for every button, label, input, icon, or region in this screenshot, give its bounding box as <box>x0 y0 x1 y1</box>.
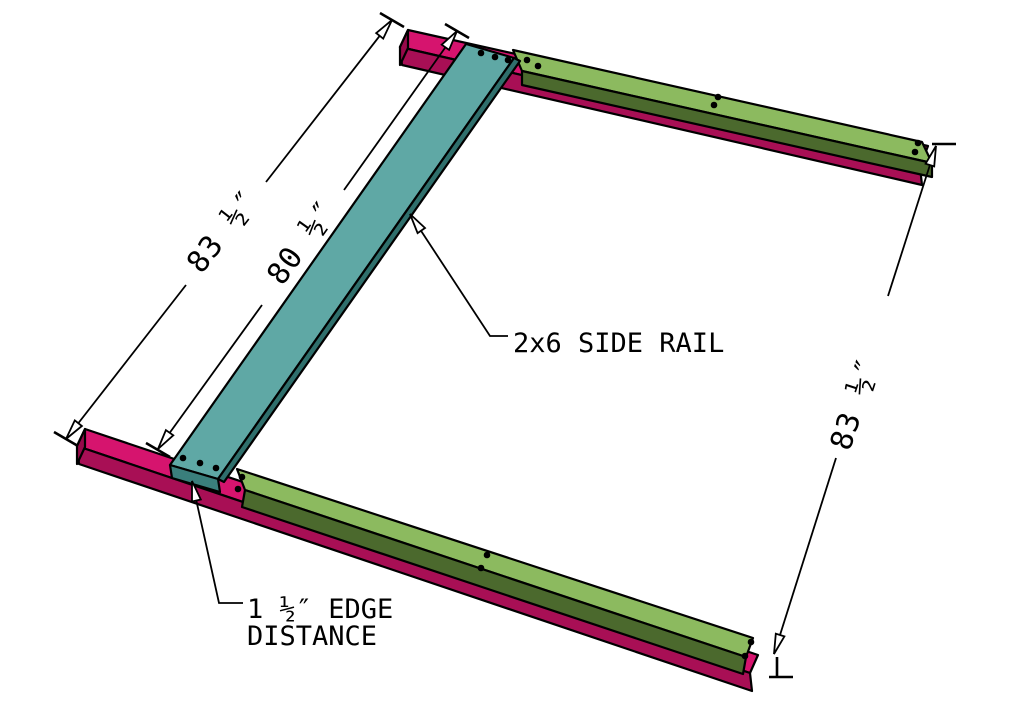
dimension-line <box>773 457 837 655</box>
arrowhead-leader <box>191 480 203 503</box>
top-side-rail-side-face <box>520 69 934 179</box>
bottom-bed-rail-front-face <box>75 444 754 693</box>
edge-distance-label-line2: DISTANCE <box>247 621 377 652</box>
dimension-line <box>343 30 458 191</box>
screw-hole <box>710 101 718 109</box>
cross-rail-teal <box>168 42 522 494</box>
arrowhead-leader <box>409 213 427 235</box>
screw-hole <box>196 459 204 467</box>
screw-hole <box>483 551 491 559</box>
arrowhead-up <box>440 30 458 52</box>
dimension-line <box>65 284 187 440</box>
screw-hole <box>179 454 187 462</box>
screw-hole <box>911 148 919 156</box>
screw-hole <box>534 62 542 70</box>
top-side-rail-green <box>511 48 934 179</box>
screw-hole <box>747 638 755 646</box>
screw-holes <box>179 49 922 660</box>
bottom-side-rail-side-face <box>240 488 748 676</box>
arrowhead-up <box>924 145 937 168</box>
screw-hole <box>523 56 531 64</box>
dimension-line <box>887 145 937 297</box>
screw-hole <box>491 53 499 61</box>
dimension-line <box>157 304 263 450</box>
arrowhead-down <box>157 428 175 450</box>
screw-hole <box>234 485 242 493</box>
cross-rail-end-face <box>168 463 222 494</box>
leader-line <box>191 480 243 604</box>
bottom-bed-rail-end-face <box>75 427 87 466</box>
screw-hole <box>504 56 512 64</box>
dimension-right: 83 ½″ <box>769 142 956 679</box>
screw-hole <box>741 652 749 660</box>
arrowhead-down <box>65 418 84 440</box>
screw-hole <box>477 49 485 57</box>
arrowhead-down <box>773 632 786 655</box>
dimension-tick <box>145 441 171 459</box>
screw-hole <box>212 464 220 472</box>
edge-distance-callout: 1 ½″ EDGE DISTANCE <box>191 480 393 652</box>
screw-hole <box>714 93 722 101</box>
dimension-text-right: 83 ½″ <box>824 353 886 454</box>
side-rail-label: 2x6 SIDE RAIL <box>513 328 724 359</box>
dimension-text-left-outer: 83 ½″ <box>180 183 266 280</box>
edge-distance-label-line1: 1 ½″ EDGE <box>247 594 393 625</box>
top-side-rail-top-face <box>511 48 934 165</box>
top-bed-rail-end-face <box>398 28 410 67</box>
screw-hole <box>914 139 922 147</box>
dimension-line <box>265 19 393 183</box>
cross-rail-edge-face <box>216 56 522 484</box>
screw-hole <box>477 564 485 572</box>
leader-line <box>409 213 508 337</box>
arrowhead-up <box>374 19 393 41</box>
side-rail-callout: 2x6 SIDE RAIL <box>409 213 724 359</box>
screw-hole <box>238 473 246 481</box>
